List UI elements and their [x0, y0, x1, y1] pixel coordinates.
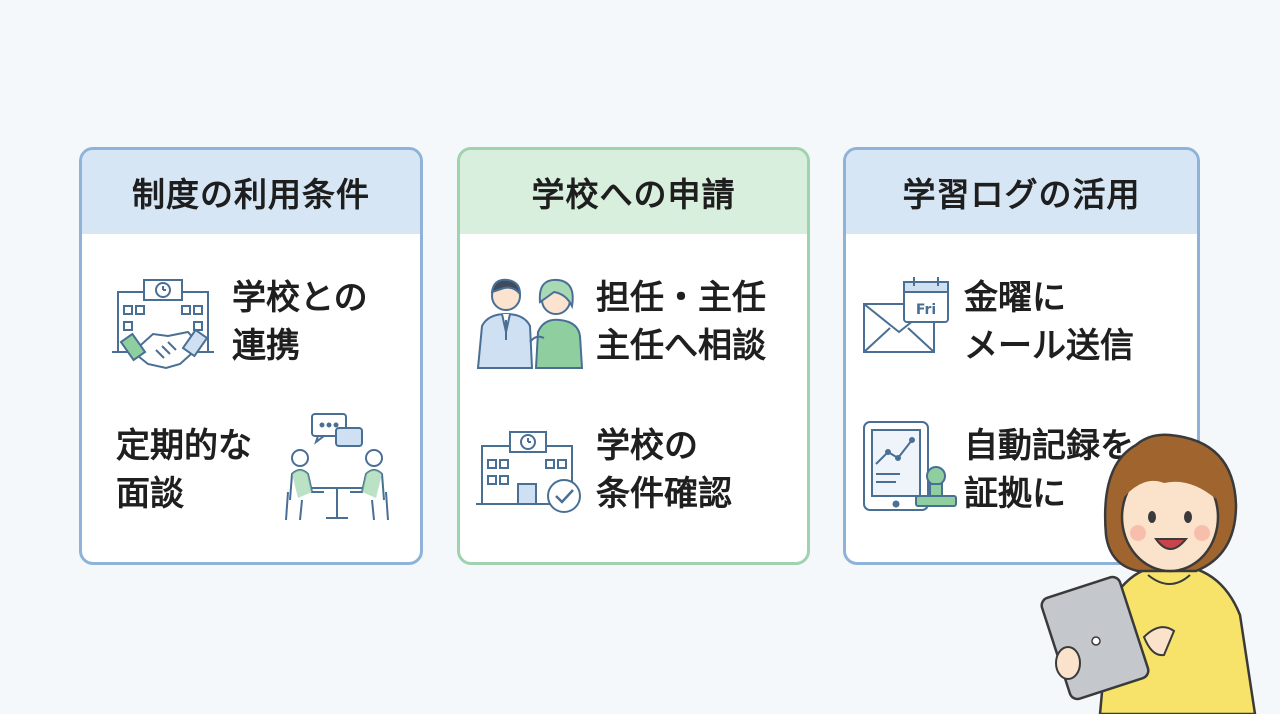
item-text-regular-meeting: 定期的な 面談	[116, 422, 252, 518]
item-text-auto-record: 自動記録を 証拠に	[964, 422, 1134, 518]
school-check-icon	[476, 431, 581, 513]
item-line1: 学校の	[596, 426, 698, 466]
item-line2: 連携	[232, 326, 300, 366]
tablet-chart-stamp-icon	[863, 421, 957, 511]
item-line2: 主任へ相談	[596, 326, 766, 366]
item-line1: 学校との	[232, 278, 368, 318]
card-title: 学習ログの活用	[846, 150, 1197, 234]
item-line2: メール送信	[964, 326, 1134, 366]
mail-calendar-icon: Fri	[863, 277, 949, 353]
item-line1: 金曜に	[964, 278, 1066, 318]
item-line2: 条件確認	[596, 474, 732, 514]
item-line1: 定期的な	[116, 426, 252, 466]
item-line2: 面談	[116, 474, 184, 514]
calendar-label: Fri	[916, 302, 936, 318]
card-title: 制度の利用条件	[82, 150, 420, 234]
card-title: 学校への申請	[460, 150, 807, 234]
item-line2: 証拠に	[964, 474, 1066, 514]
meeting-table-icon	[285, 413, 389, 521]
card-school-application: 学校への申請 担任・主任 主任へ相談	[457, 147, 810, 565]
item-line1: 担任・主任	[596, 278, 766, 318]
item-line1: 自動記録を	[964, 426, 1134, 466]
item-text-friday-mail: 金曜に メール送信	[964, 274, 1134, 370]
school-handshake-icon	[112, 279, 214, 370]
teacher-consultation-icon	[476, 278, 584, 369]
girl-with-tablet-illustration	[1040, 433, 1257, 714]
item-text-check-conditions: 学校の 条件確認	[596, 422, 732, 518]
card-system-conditions: 制度の利用条件 学校との 連携 定期的な 面談	[79, 147, 423, 565]
item-text-school-collab: 学校との 連携	[232, 274, 368, 370]
item-text-consult-teacher: 担任・主任 主任へ相談	[596, 274, 766, 370]
